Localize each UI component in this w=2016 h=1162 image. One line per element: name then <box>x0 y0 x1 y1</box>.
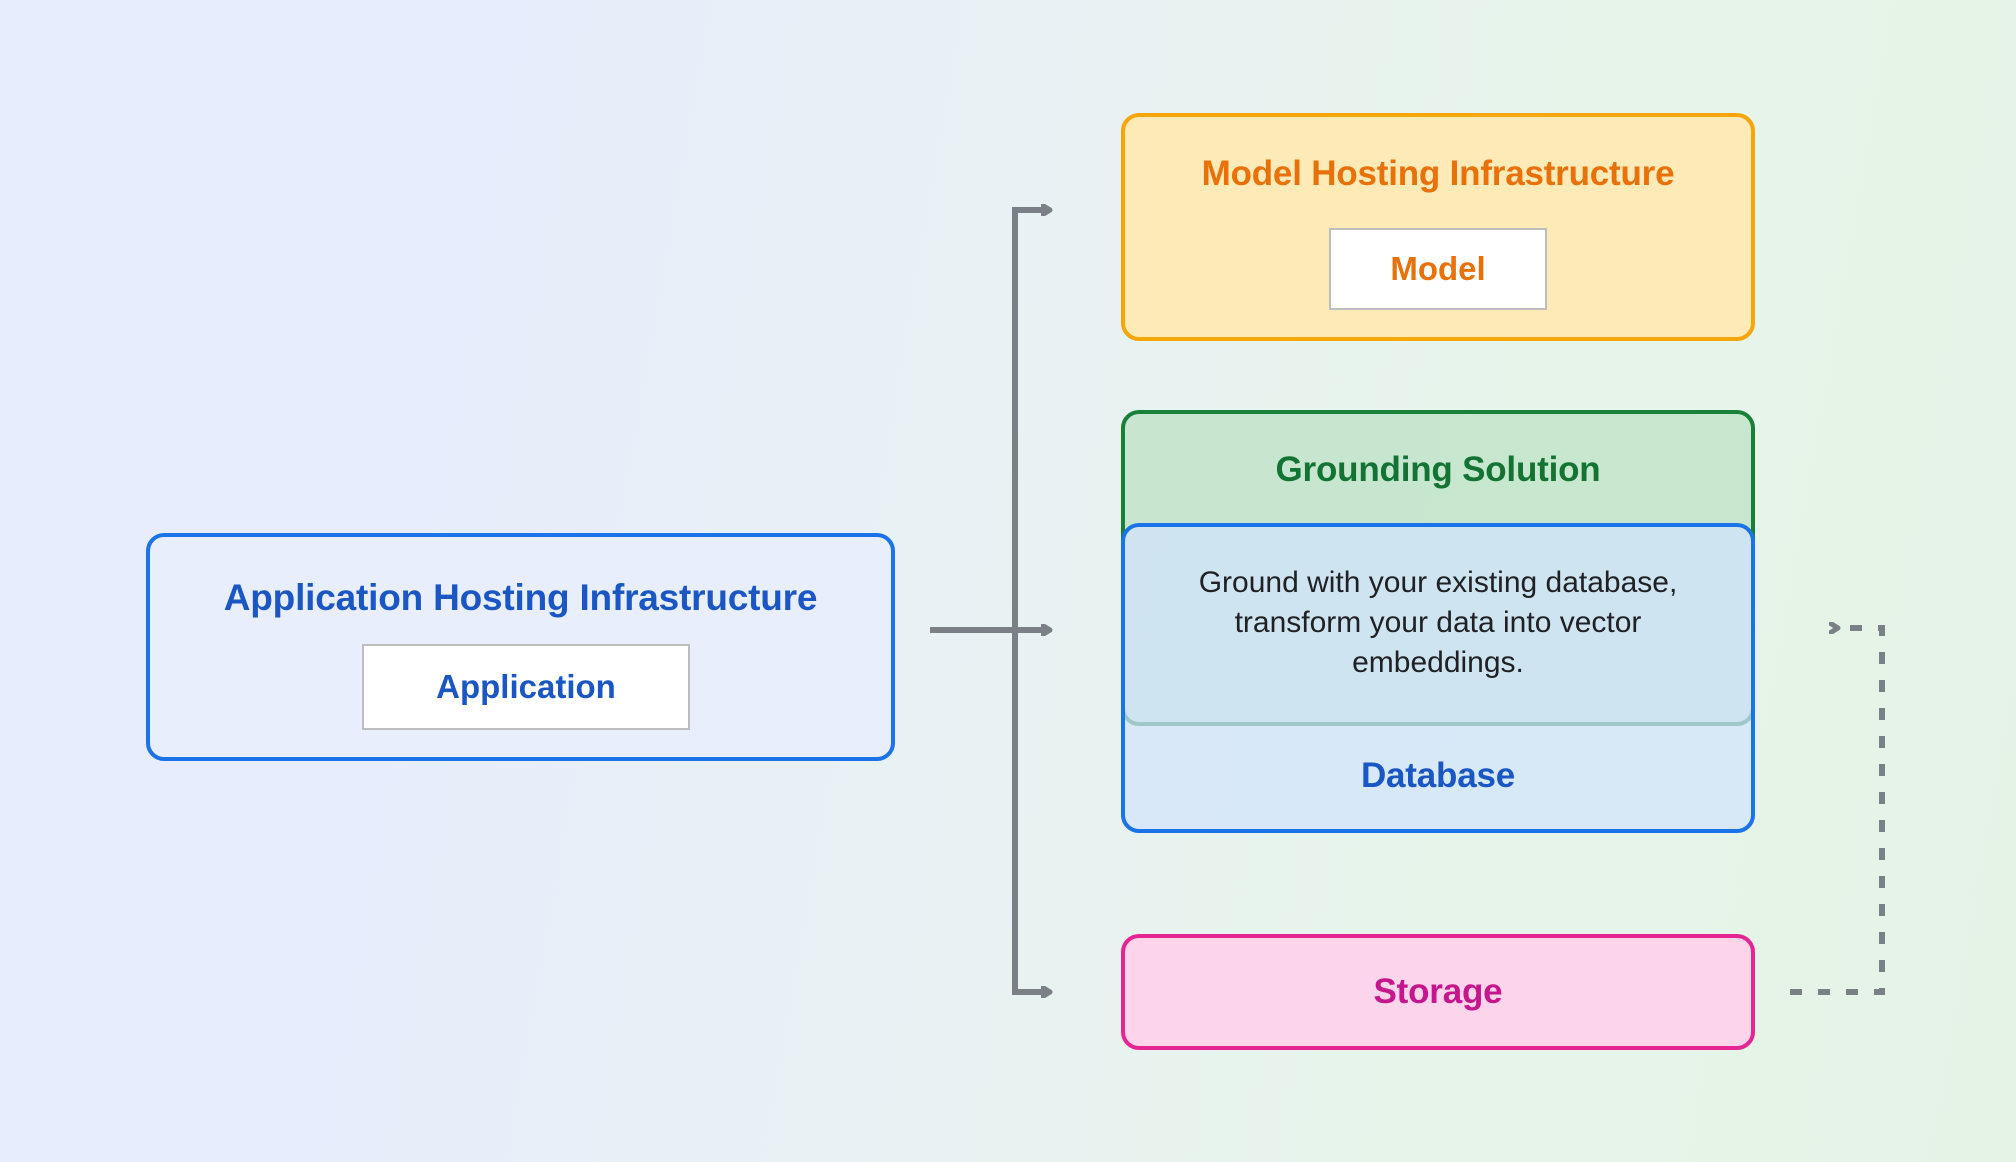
database-title: Database <box>1360 756 1516 795</box>
connector-storage-to-database <box>1790 628 1885 995</box>
grounding-solution-title: Grounding Solution <box>1275 450 1601 489</box>
chip-application[interactable]: Application <box>362 644 690 730</box>
model-hosting-title: Model Hosting Infrastructure <box>1201 154 1675 193</box>
chip-application-label: Application <box>436 668 616 705</box>
storage-title: Storage <box>1373 972 1503 1011</box>
chip-model-label: Model <box>1390 250 1486 287</box>
application-hosting-title: Application Hosting Infrastructure <box>223 577 818 618</box>
node-database[interactable]: Database <box>1121 523 1755 833</box>
node-storage[interactable]: Storage <box>1121 934 1755 1050</box>
connector-application-to-storage <box>1012 630 1050 992</box>
chip-model[interactable]: Model <box>1329 228 1547 310</box>
connector-application-to-model-hosting <box>1012 210 1050 630</box>
